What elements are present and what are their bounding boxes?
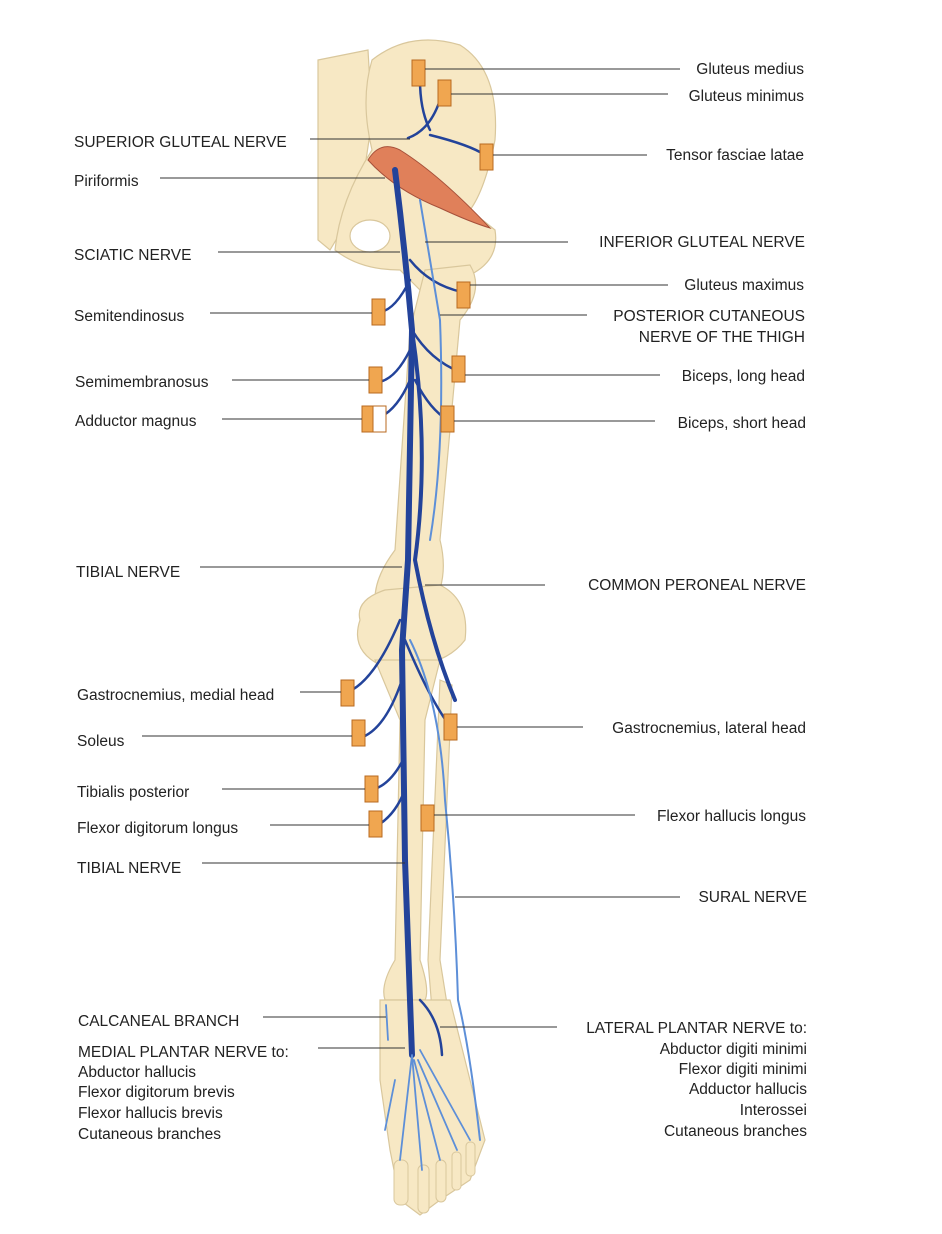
bones bbox=[317, 39, 497, 1216]
marker-gluteus-medius bbox=[411, 59, 426, 87]
marker-biceps-long bbox=[451, 355, 466, 383]
left-labels: SUPERIOR GLUTEAL NERVE Piriformis SCIATI… bbox=[74, 134, 289, 1143]
marker-semimembranosus bbox=[368, 366, 383, 394]
label-tibial-nerve-lower: TIBIAL NERVE bbox=[77, 860, 181, 877]
piriformis-muscle bbox=[367, 146, 492, 230]
label-sural-nerve: SURAL NERVE bbox=[698, 889, 807, 906]
label-superior-gluteal-nerve: SUPERIOR GLUTEAL NERVE bbox=[74, 134, 287, 151]
lateral-plantar-target: Flexor digiti minimi bbox=[679, 1061, 807, 1078]
label-gluteus-maximus: Gluteus maximus bbox=[684, 277, 804, 294]
label-calcaneal-branch: CALCANEAL BRANCH bbox=[78, 1013, 239, 1030]
label-inferior-gluteal-nerve: INFERIOR GLUTEAL NERVE bbox=[599, 234, 805, 251]
label-common-peroneal-nerve: COMMON PERONEAL NERVE bbox=[588, 577, 806, 594]
right-labels: Gluteus medius Gluteus minimus Tensor fa… bbox=[586, 61, 807, 1140]
label-sciatic-nerve: SCIATIC NERVE bbox=[74, 247, 191, 264]
label-flexor-digitorum-longus: Flexor digitorum longus bbox=[77, 820, 238, 837]
label-tensor-fasciae-latae: Tensor fasciae latae bbox=[666, 147, 804, 164]
label-nerve-of-thigh: NERVE OF THE THIGH bbox=[639, 329, 805, 346]
label-biceps-long-head: Biceps, long head bbox=[682, 368, 805, 385]
label-tibialis-posterior: Tibialis posterior bbox=[77, 784, 189, 801]
label-lateral-plantar-nerve: LATERAL PLANTAR NERVE to: bbox=[586, 1020, 807, 1037]
leader-lines bbox=[142, 68, 680, 1049]
lateral-plantar-target: Interossei bbox=[740, 1102, 807, 1119]
label-adductor-magnus: Adductor magnus bbox=[75, 413, 197, 430]
marker-flexor-digitorum-longus bbox=[368, 810, 383, 838]
marker-gluteus-maximus bbox=[456, 281, 471, 309]
label-posterior-cutaneous: POSTERIOR CUTANEOUS bbox=[613, 308, 805, 325]
marker-semitendinosus bbox=[371, 298, 386, 326]
femur bbox=[374, 264, 477, 621]
label-flexor-hallucis-longus: Flexor hallucis longus bbox=[657, 808, 806, 825]
medial-plantar-target: Flexor hallucis brevis bbox=[78, 1105, 223, 1122]
muscle-markers bbox=[340, 59, 494, 838]
label-medial-plantar-nerve: MEDIAL PLANTAR NERVE to: bbox=[78, 1044, 289, 1061]
medial-plantar-target: Abductor hallucis bbox=[78, 1064, 196, 1081]
common-peroneal-path bbox=[410, 328, 457, 702]
lateral-plantar-target: Adductor hallucis bbox=[689, 1081, 807, 1098]
sural-nerve-path bbox=[409, 639, 481, 1141]
obturator-foramen bbox=[349, 219, 391, 253]
marker-soleus bbox=[351, 719, 366, 747]
label-tibial-nerve-upper: TIBIAL NERVE bbox=[76, 564, 180, 581]
marker-tibialis-posterior bbox=[364, 775, 379, 803]
marker-tensor-fasciae-latae bbox=[479, 143, 494, 171]
label-semimembranosus: Semimembranosus bbox=[75, 374, 209, 391]
label-biceps-short-head: Biceps, short head bbox=[678, 415, 806, 432]
knee bbox=[356, 584, 467, 666]
medial-plantar-target: Cutaneous branches bbox=[78, 1126, 221, 1143]
marker-gluteus-minimus bbox=[437, 79, 452, 107]
toes bbox=[393, 1141, 476, 1214]
sciatic-nerve-path bbox=[392, 167, 416, 1058]
label-gluteus-minimus: Gluteus minimus bbox=[689, 88, 805, 105]
label-soleus: Soleus bbox=[77, 733, 125, 750]
label-gastrocnemius-lateral: Gastrocnemius, lateral head bbox=[612, 720, 806, 737]
marker-gastrocnemius-lateral bbox=[443, 713, 458, 741]
label-gluteus-medius: Gluteus medius bbox=[696, 61, 804, 78]
lateral-plantar-target: Cutaneous branches bbox=[664, 1123, 807, 1140]
medial-plantar-target: Flexor digitorum brevis bbox=[78, 1084, 235, 1101]
marker-flexor-hallucis-longus bbox=[420, 804, 435, 832]
lateral-plantar-target: Abductor digiti minimi bbox=[660, 1041, 807, 1058]
marker-gastrocnemius-medial bbox=[340, 679, 355, 707]
label-gastrocnemius-medial: Gastrocnemius, medial head bbox=[77, 687, 274, 704]
marker-biceps-short bbox=[440, 405, 455, 433]
label-semitendinosus: Semitendinosus bbox=[74, 308, 185, 325]
nerves bbox=[346, 78, 487, 1171]
marker-adductor-magnus-fill bbox=[361, 405, 374, 433]
label-piriformis: Piriformis bbox=[74, 173, 139, 190]
